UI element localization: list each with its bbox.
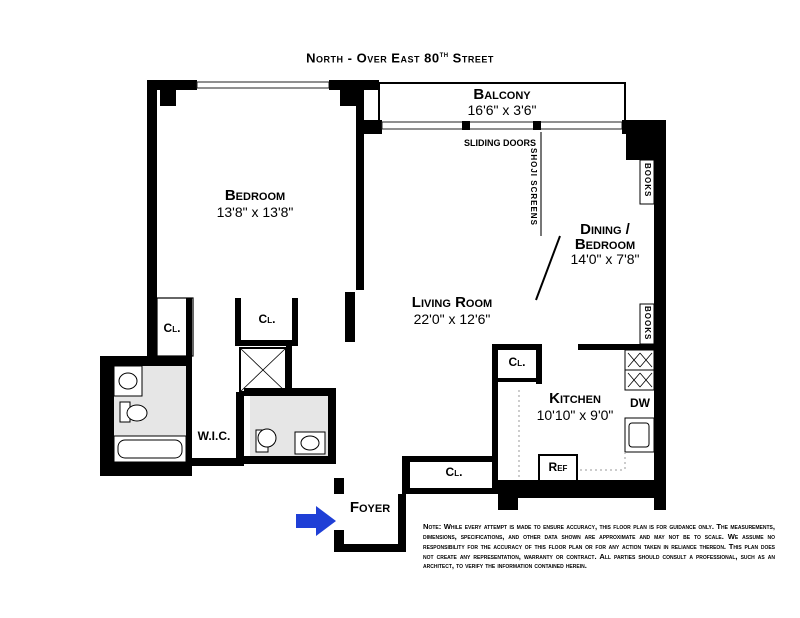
wic-label: W.I.C. <box>197 429 231 443</box>
bedroom-label: Bedroom <box>224 187 286 204</box>
bath1-sink <box>113 365 143 397</box>
bedroom-window <box>196 81 330 89</box>
wall-closet-2-bottom <box>235 340 297 346</box>
wall-south-kitchen <box>498 480 664 498</box>
wall-foyer-east <box>398 494 406 552</box>
dining-label: Dining / <box>580 221 630 238</box>
dining-dims: 14'0" x 7'8" <box>570 251 640 267</box>
shoji-screens-label: SHOJI SCREENS <box>528 148 538 226</box>
refrigerator-label: Ref <box>548 460 568 474</box>
wall-foyer-south <box>334 544 402 552</box>
sliding-door-mullion-1 <box>462 121 470 130</box>
wall-bedroom-north-left <box>147 80 197 90</box>
foyer-label: Foyer <box>349 499 391 516</box>
wall-bedroom-east <box>356 90 364 290</box>
wall-foyer-closet-bottom <box>402 488 498 494</box>
wall-bath2-east <box>328 388 336 462</box>
wall-closet-1-east <box>186 298 192 356</box>
closet-2-label: Cl. <box>258 312 276 326</box>
wall-east-pier <box>626 134 654 160</box>
kitchen-label: Kitchen <box>549 390 601 407</box>
wall-kitchen-north <box>578 344 656 350</box>
closet-1-label: Cl. <box>163 321 181 335</box>
wall-bath2-south <box>244 456 336 464</box>
plan-header: North - Over East 80th Street <box>306 50 494 66</box>
bedroom-dims: 13'8" x 13'8" <box>216 204 294 220</box>
refrigerator <box>538 454 578 482</box>
wall-kitchen-closet-east <box>536 344 542 384</box>
bath2-sink <box>294 431 326 455</box>
closet-1-outline <box>156 297 194 357</box>
wall-bedroom-corner-left <box>160 90 176 106</box>
living-room-label: Living Room <box>411 294 493 311</box>
wall-foyer-closet-west <box>402 456 410 494</box>
wall-bath1-south <box>100 462 190 476</box>
balcony-dims: 16'6" x 3'6" <box>467 102 537 118</box>
wall-foyer-west-lower <box>334 530 344 552</box>
books-label-1: BOOKS <box>642 163 652 198</box>
wall-bedroom-west <box>147 80 157 358</box>
wall-east <box>654 120 666 510</box>
wall-bath1-west <box>100 356 114 476</box>
bookshelf-1 <box>639 159 655 205</box>
wall-shower-east <box>286 346 292 394</box>
closet-4-label: Cl. <box>445 465 463 479</box>
wall-bedroom-corner-right <box>340 90 356 106</box>
wall-wic-east <box>236 392 244 466</box>
dining-partition <box>535 235 561 301</box>
disclaimer-note: Note: While every attempt is made to ens… <box>423 522 775 571</box>
wall-kitchen-closet-bottom <box>498 378 542 382</box>
wall-living-ne <box>622 120 658 134</box>
sliding-doors-label: SLIDING DOORS <box>463 138 536 148</box>
wall-kitchen-closet-top <box>492 344 542 350</box>
wall-foyer-west-upper <box>334 478 344 494</box>
bath2-toilet <box>257 428 277 448</box>
dining-label-2: Bedroom <box>574 236 636 253</box>
wall-bath1-north <box>100 356 188 366</box>
closet-3-label: Cl. <box>508 355 526 369</box>
wall-bedroom-north-right <box>329 80 379 90</box>
wall-bedroom-east-lower <box>345 292 355 342</box>
bath1-toilet <box>126 404 148 422</box>
wall-living-nw <box>364 120 382 134</box>
wall-foyer-closet-top <box>402 456 498 462</box>
wall-closet-2-west <box>235 298 241 346</box>
wall-closet-2-east <box>292 298 298 346</box>
sliding-door-mullion-2 <box>533 121 541 130</box>
wall-bath1-east <box>186 356 192 476</box>
wall-kitchen-west <box>492 344 498 494</box>
wall-wic-south <box>186 458 242 466</box>
note-label: Note: <box>423 522 442 531</box>
note-text: While every attempt is made to ensure ac… <box>423 522 775 571</box>
books-label-2: BOOKS <box>642 306 652 341</box>
kitchen-dims: 10'10" x 9'0" <box>536 407 614 423</box>
dishwasher-label: DW <box>630 396 650 410</box>
balcony-label: Balcony <box>473 86 531 103</box>
wall-south-kitchen-step <box>498 488 518 510</box>
living-room-dims: 22'0" x 12'6" <box>413 311 491 327</box>
entry-arrow-icon <box>296 506 336 536</box>
sliding-door-glass <box>381 121 623 130</box>
wall-bath2-north <box>244 388 334 396</box>
